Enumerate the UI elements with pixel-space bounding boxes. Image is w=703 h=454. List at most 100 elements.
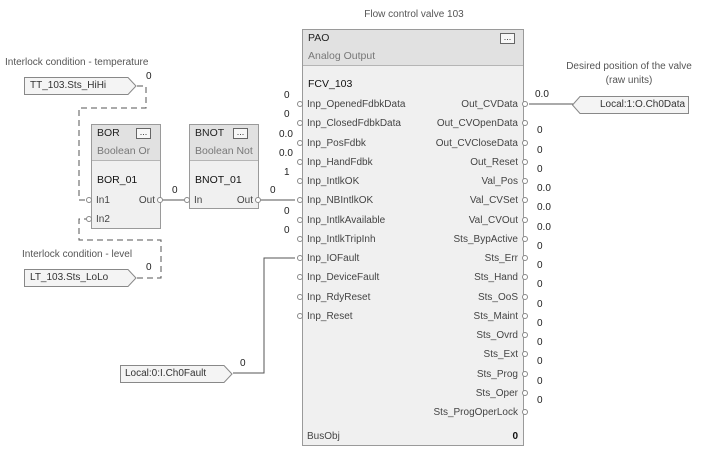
cvdata-wire-value: 0.0 — [535, 89, 549, 100]
pao-input-connector-Inp_IOFault[interactable] — [297, 255, 303, 261]
pao-output-connector-Sts_OoS[interactable] — [522, 293, 528, 300]
bor-out-connector[interactable] — [157, 197, 163, 203]
pao-output-connector-Out_CVData[interactable] — [522, 101, 528, 107]
pao-output-Out_Reset: Out_Reset — [470, 156, 518, 168]
pao-input-Inp_IntlkTripInh: Inp_IntlkTripInh — [307, 233, 376, 245]
pao-type: PAO — [308, 32, 330, 44]
pao-block[interactable]: PAO Analog Output ... FCV_103 Inp_Opened… — [302, 29, 524, 446]
pao-input-connector-Inp_IntlkOK[interactable] — [297, 178, 303, 184]
pao-input-connector-Inp_DeviceFault[interactable] — [297, 274, 303, 281]
pao-output-connector-Val_CVOut[interactable] — [522, 216, 528, 223]
pao-output-Val_CVSet: Val_CVSet — [469, 195, 518, 207]
pao-output-Sts_Prog: Sts_Prog — [476, 368, 518, 380]
bor-out-value: 0 — [172, 185, 178, 196]
pao-input-value-Inp_HandFdbk: 0.0 — [279, 147, 293, 159]
pao-input-Inp_Reset: Inp_Reset — [307, 310, 353, 322]
desired-position-caption-2: (raw units) — [605, 75, 653, 86]
pao-output-Sts_Err: Sts_Err — [484, 253, 518, 264]
pao-input-Inp_IntlkAvailable: Inp_IntlkAvailable — [307, 214, 386, 226]
pao-output-connector-Sts_Ext[interactable] — [522, 351, 528, 358]
pao-output-connector-Val_CVSet[interactable] — [522, 197, 528, 204]
bor-pin-in1: In1 — [96, 195, 110, 206]
lt-tag-label: LT_103.Sts_LoLo — [30, 272, 109, 283]
pao-output-connector-Sts_BypActive[interactable] — [522, 235, 528, 242]
bor-pin-out: Out — [138, 195, 155, 206]
pao-output-value-Out_CVOpenData: 0 — [537, 125, 543, 137]
pao-input-Inp_NBIntlkOK: Inp_NBIntlkOK — [307, 195, 374, 207]
pao-output-value-Out_CVCloseData: 0 — [537, 144, 543, 156]
bnot-out-value: 0 — [270, 185, 276, 196]
pao-input-connector-Inp_Reset[interactable] — [297, 312, 303, 319]
pao-input-connector-Inp_HandFdbk[interactable] — [297, 158, 303, 165]
ch0data-tag-shape[interactable] — [572, 96, 690, 114]
pao-output-Out_CVOpenData: Out_CVOpenData — [436, 118, 518, 130]
pao-output-value-Sts_Err: 0 — [537, 260, 543, 271]
lt-wire-value: 0 — [146, 262, 152, 273]
tt-tag-shape[interactable] — [24, 77, 138, 95]
pao-output-Sts_Maint: Sts_Maint — [473, 310, 518, 322]
pao-input-value-Inp_IntlkOK: 1 — [284, 167, 290, 178]
pao-output-Val_CVOut: Val_CVOut — [468, 214, 518, 226]
pao-output-connector-Out_CVCloseData[interactable] — [522, 139, 528, 146]
pao-input-connector-Inp_IntlkAvailable[interactable] — [297, 216, 303, 223]
pao-input-connector-Inp_RdyReset[interactable] — [297, 293, 303, 300]
pao-output-Val_Pos: Val_Pos — [481, 176, 518, 187]
pao-input-Inp_HandFdbk: Inp_HandFdbk — [307, 156, 373, 168]
pao-input-Inp_ClosedFdbkData: Inp_ClosedFdbkData — [307, 118, 401, 130]
bnot-tag: BNOT_01 — [195, 174, 242, 186]
pao-output-connector-Sts_ProgOperLock[interactable] — [522, 409, 528, 415]
ch0fault-tag-shape[interactable] — [120, 365, 234, 383]
pao-input-connector-Inp_IntlkTripInh[interactable] — [297, 235, 303, 242]
bnot-in-connector[interactable] — [184, 197, 190, 203]
pao-output-Sts_BypActive: Sts_BypActive — [453, 233, 518, 245]
tt-wire-value: 0 — [146, 71, 152, 82]
temp-condition-caption: Interlock condition - temperature — [5, 57, 149, 68]
pao-output-Sts_Oper: Sts_Oper — [475, 387, 518, 399]
pao-output-connector-Sts_Maint[interactable] — [522, 312, 528, 319]
pao-output-value-Sts_Prog: 0 — [537, 375, 543, 387]
pao-output-Sts_OoS: Sts_OoS — [477, 291, 518, 303]
pao-properties-button[interactable]: ... — [500, 33, 515, 44]
lt-tag-shape[interactable] — [24, 269, 138, 287]
bor-type: BOR — [97, 127, 120, 139]
pao-output-Sts_Ext: Sts_Ext — [483, 349, 518, 361]
pao-input-Inp_IOFault: Inp_IOFault — [307, 253, 360, 264]
wire-lt-to-bor-in2 — [78, 218, 162, 279]
pao-output-Sts_Hand: Sts_Hand — [474, 272, 518, 284]
pao-output-connector-Sts_Err[interactable] — [522, 255, 528, 261]
pao-input-connector-Inp_ClosedFdbkData[interactable] — [297, 120, 303, 127]
bor-block[interactable]: BOR Boolean Or ... BOR_01 In1 In2 Out — [91, 124, 161, 229]
pao-input-value-Inp_ClosedFdbkData: 0 — [284, 109, 290, 121]
pao-input-connector-Inp_OpenedFdbkData[interactable] — [297, 101, 303, 107]
wire-tt-to-bor-in1 — [78, 85, 147, 201]
pao-output-connector-Out_Reset[interactable] — [522, 158, 528, 165]
pao-output-connector-Out_CVOpenData[interactable] — [522, 120, 528, 127]
bnot-out-connector[interactable] — [255, 197, 261, 203]
bor-in2-connector[interactable] — [86, 216, 92, 222]
pao-input-Inp_IntlkOK: Inp_IntlkOK — [307, 176, 360, 187]
pao-output-Out_CVData: Out_CVData — [461, 99, 518, 110]
bnot-pin-in: In — [194, 195, 203, 206]
pao-input-connector-Inp_NBIntlkOK[interactable] — [297, 197, 303, 204]
pao-input-value-Inp_PosFdbk: 0.0 — [279, 128, 293, 140]
pao-input-value-Inp_IntlkTripInh: 0 — [284, 224, 290, 236]
pao-output-connector-Sts_Prog[interactable] — [522, 370, 528, 377]
pao-output-connector-Sts_Oper[interactable] — [522, 389, 528, 396]
pao-tag: FCV_103 — [308, 78, 353, 90]
pao-output-value-Sts_Hand: 0 — [537, 279, 543, 291]
bor-properties-button[interactable]: ... — [136, 128, 151, 139]
pao-input-value-Inp_OpenedFdbkData: 0 — [284, 90, 290, 101]
pao-output-value-Val_Pos: 0.0 — [537, 183, 551, 194]
pao-input-connector-Inp_PosFdbk[interactable] — [297, 139, 303, 146]
pao-output-connector-Val_Pos[interactable] — [522, 178, 528, 184]
pao-output-Out_CVCloseData: Out_CVCloseData — [435, 137, 518, 149]
pao-output-connector-Sts_Ovrd[interactable] — [522, 332, 528, 338]
pao-busobj-value: 0 — [512, 431, 518, 442]
pao-output-connector-Sts_Hand[interactable] — [522, 274, 528, 281]
bnot-desc: Boolean Not — [195, 145, 253, 157]
bnot-block[interactable]: BNOT Boolean Not ... BNOT_01 In Out — [189, 124, 259, 209]
bor-in1-connector[interactable] — [86, 197, 92, 203]
bnot-properties-button[interactable]: ... — [233, 128, 248, 139]
pao-output-value-Out_Reset: 0 — [537, 163, 543, 175]
